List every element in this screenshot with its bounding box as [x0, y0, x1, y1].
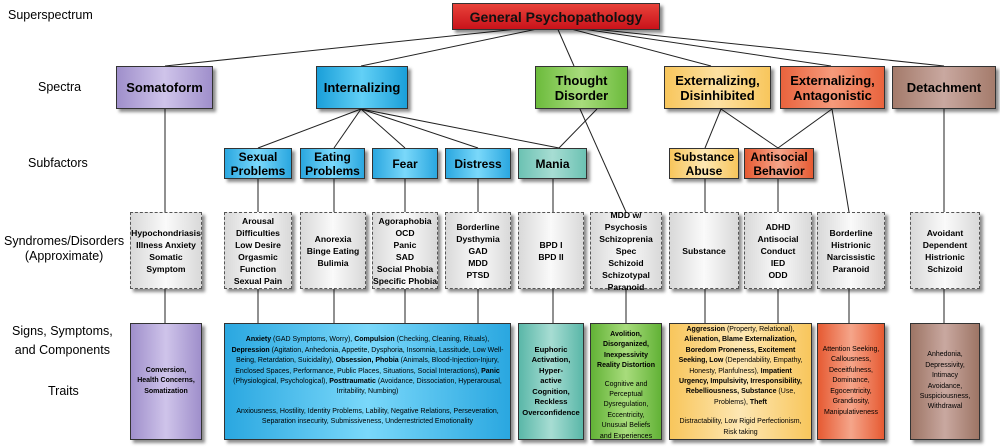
- signs-dis-theft: Theft: [749, 398, 767, 406]
- signs-dis-aggression: Aggression: [686, 325, 725, 333]
- syndrome-detachment: Avoidant Dependent Histrionic Schizoid: [910, 212, 980, 289]
- subfactor-sexual-problems-label: Sexual Problems: [230, 149, 286, 178]
- signs-antagonistic-text: Attention Seeking, Callousness, Deceitfu…: [822, 346, 880, 416]
- signs-int-t8: (Animals, Blood-Injection-Injury, Enclos…: [235, 357, 499, 375]
- subfactor-substance-abuse: Substance Abuse: [669, 148, 739, 179]
- spectrum-externalizing-disinhibited: Externalizing, Disinhibited: [664, 66, 771, 109]
- syndrome-antagonistic-list: Borderline Histrionic Narcissistic Paran…: [826, 227, 876, 274]
- spectrum-thought-disorder: Thought Disorder: [535, 66, 628, 109]
- spectrum-internalizing-label: Internalizing: [323, 80, 401, 95]
- syndrome-antisocial: ADHD Antisocial Conduct IED ODD: [744, 212, 812, 289]
- signs-disinhibited-components: Aggression (Property, Relational), Alien…: [675, 325, 806, 408]
- spectrum-somatoform: Somatoform: [116, 66, 213, 109]
- general-psychopathology-node: General Psychopathology: [452, 3, 660, 30]
- subfactor-antisocial-behavior: Antisocial Behavior: [744, 148, 814, 179]
- signs-int-t4: (Checking, Cleaning, Rituals),: [394, 336, 490, 344]
- row-label-signs: Signs, Symptoms, and Components: [12, 324, 113, 357]
- spectrum-externalizing-disinhibited-label: Externalizing, Disinhibited: [675, 72, 760, 103]
- syndrome-somatoform-list: Hypochondriasis Illness Anxiety Somatic …: [131, 227, 201, 274]
- row-label-syndromes: Syndromes/Disorders (Approximate): [4, 234, 125, 263]
- syndrome-mania: BPD I BPD II: [518, 212, 584, 289]
- subfactor-sexual-problems: Sexual Problems: [224, 148, 292, 179]
- signs-thought-components: Avolition, Disorganized, Inexpessivity R…: [597, 331, 655, 370]
- signs-externalizing-antagonistic: Attention Seeking, Callousness, Deceitfu…: [817, 323, 885, 440]
- row-label-spectra: Spectra: [38, 80, 82, 94]
- syndrome-thought-disorder: MDD w/ Psychosis Schizoprenia Spec Schiz…: [590, 210, 662, 292]
- signs-int-posttraumatic: Posttraumatic: [329, 378, 376, 385]
- spectrum-internalizing: Internalizing: [316, 66, 408, 109]
- signs-detachment: Anhedonia, Depressivity, Intimacy Avoida…: [910, 323, 980, 440]
- signs-thought-traits: Cognitive and Perceptual Dysregulation, …: [599, 380, 653, 440]
- syndrome-mania-list: BPD I BPD II: [538, 239, 564, 262]
- row-label-superspectrum: Superspectrum: [8, 8, 93, 22]
- signs-internalizing: Anxiety (GAD Symptoms, Worry), Compulsio…: [224, 323, 511, 440]
- syndrome-sexual: Arousal Difficulties Low Desire Orgasmic…: [224, 212, 292, 289]
- signs-int-compulsion: Compulsion: [354, 336, 395, 344]
- signs-detachment-text: Anhedonia, Depressivity, Intimacy Avoida…: [919, 351, 971, 411]
- subfactor-fear: Fear: [372, 148, 438, 179]
- subfactor-distress: Distress: [445, 148, 511, 179]
- signs-somatoform-text: Conversion, Health Concerns, Somatizatio…: [137, 366, 195, 395]
- syndrome-distress: Borderline Dysthymia GAD MDD PTSD: [445, 212, 511, 289]
- subfactor-mania: Mania: [518, 148, 587, 179]
- spectrum-externalizing-antagonistic: Externalizing, Antagonistic: [780, 66, 885, 109]
- subfactor-substance-abuse-label: Substance Abuse: [673, 149, 735, 178]
- signs-int-t12: (Avoidance, Dissociation, Hyperarousal, …: [336, 378, 502, 396]
- syndrome-detachment-list: Avoidant Dependent Histrionic Schizoid: [922, 227, 968, 274]
- syndrome-sexual-list: Arousal Difficulties Low Desire Orgasmic…: [233, 215, 283, 286]
- signs-mania-text: Euphoric Activation, Hyper- active Cogni…: [522, 345, 580, 417]
- signs-internalizing-components: Anxiety (GAD Symptoms, Worry), Compulsio…: [231, 335, 504, 397]
- signs-int-t10: (Physiological, Psychological),: [233, 378, 330, 385]
- syndrome-fear-list: Agoraphobia OCD Panic SAD Social Phobia …: [373, 215, 437, 286]
- syndrome-fear: Agoraphobia OCD Panic SAD Social Phobia …: [372, 212, 438, 289]
- spectrum-detachment: Detachment: [892, 66, 996, 109]
- signs-disinhibited-traits: Distractability, Low Rigid Perfectionism…: [679, 418, 802, 436]
- spectrum-somatoform-label: Somatoform: [126, 80, 203, 95]
- signs-somatoform: Conversion, Health Concerns, Somatizatio…: [130, 323, 202, 440]
- syndrome-antagonistic: Borderline Histrionic Narcissistic Paran…: [817, 212, 885, 289]
- signs-dis-t2: (Property, Relational),: [725, 325, 795, 333]
- signs-int-depression: Depression: [231, 346, 270, 354]
- subfactor-eating-problems: Eating Problems: [300, 148, 365, 179]
- spectrum-externalizing-antagonistic-label: Externalizing, Antagonistic: [790, 72, 875, 103]
- signs-dis-t4: (Dependability, Empathy, Honesty, Planfu…: [689, 357, 803, 375]
- syndrome-distress-list: Borderline Dysthymia GAD MDD PTSD: [456, 221, 500, 280]
- signs-dis-alienation: Alienation, Blame Externalization, Bored…: [678, 336, 797, 365]
- row-label-traits: Traits: [48, 384, 79, 398]
- signs-dis-impatient: Impatient Urgency, Impulsivity, Irrespon…: [679, 367, 802, 396]
- syndrome-somatoform: Hypochondriasis Illness Anxiety Somatic …: [130, 212, 202, 289]
- syndrome-eating: Anorexia Binge Eating Bulimia: [300, 212, 366, 289]
- signs-int-anxiety: Anxiety: [245, 336, 272, 344]
- syndrome-thought-disorder-list: MDD w/ Psychosis Schizoprenia Spec Schiz…: [599, 209, 653, 292]
- subfactor-fear-label: Fear: [392, 156, 418, 171]
- signs-internalizing-traits: Anxiousness, Hostility, Identity Problem…: [236, 407, 499, 426]
- signs-mania: Euphoric Activation, Hyper- active Cogni…: [518, 323, 584, 440]
- syndrome-substance-list: Substance: [682, 245, 726, 256]
- signs-int-t6: (Agitation, Anhedonia, Appetite, Dysphor…: [236, 346, 504, 365]
- subfactor-distress-label: Distress: [454, 156, 502, 171]
- general-psychopathology-label: General Psychopathology: [469, 8, 643, 25]
- syndrome-eating-list: Anorexia Binge Eating Bulimia: [306, 233, 360, 268]
- spectrum-detachment-label: Detachment: [906, 80, 982, 95]
- signs-dis-t6: (Use, Problems),: [714, 388, 796, 406]
- signs-externalizing-disinhibited: Aggression (Property, Relational), Alien…: [669, 323, 812, 440]
- spectrum-thought-disorder-label: Thought Disorder: [554, 72, 609, 103]
- subfactor-eating-problems-label: Eating Problems: [305, 149, 360, 178]
- signs-thought-disorder: Avolition, Disorganized, Inexpessivity R…: [590, 323, 662, 440]
- row-label-subfactors: Subfactors: [28, 156, 88, 170]
- syndrome-antisocial-list: ADHD Antisocial Conduct IED ODD: [757, 221, 799, 280]
- signs-int-panic: Panic: [481, 367, 500, 375]
- signs-int-t2: (GAD Symptoms, Worry),: [271, 336, 355, 344]
- subfactor-mania-label: Mania: [535, 156, 570, 171]
- syndrome-substance: Substance: [669, 212, 739, 289]
- signs-int-obsession-phobia: Obsession, Phobia: [335, 357, 399, 365]
- subfactor-antisocial-behavior-label: Antisocial Behavior: [750, 149, 808, 178]
